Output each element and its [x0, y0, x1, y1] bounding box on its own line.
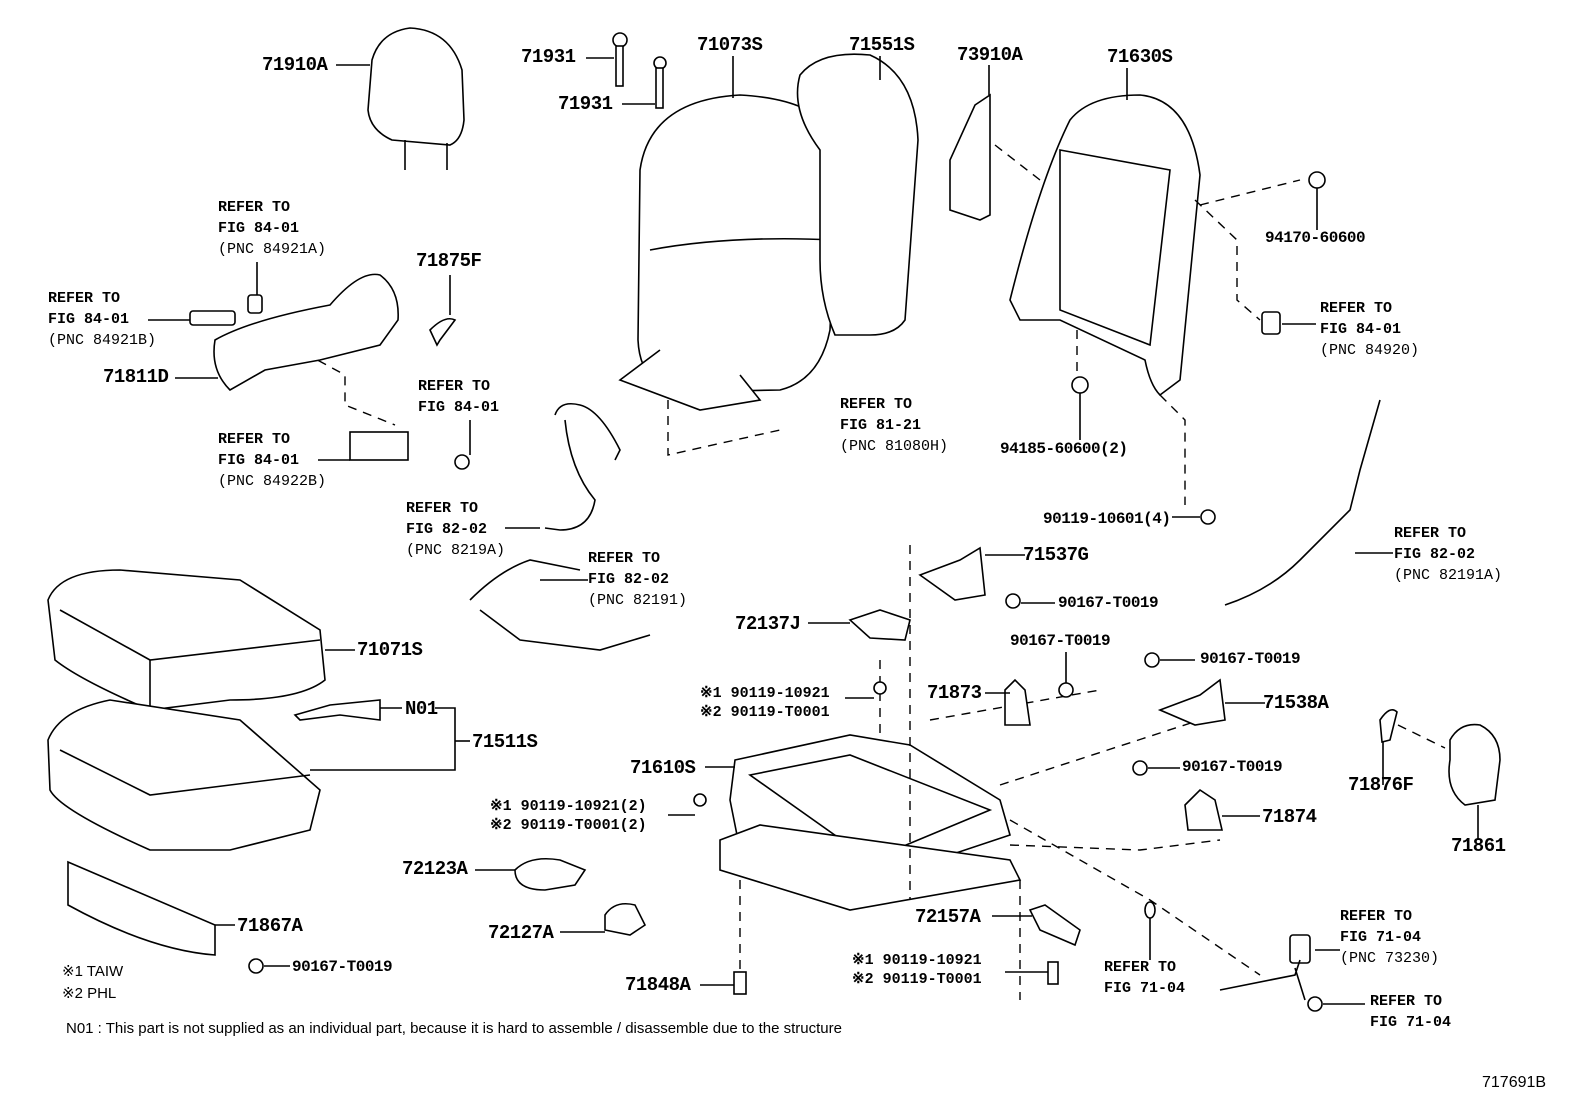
label-71610S: 71610S [630, 757, 696, 779]
label-71848A: 71848A [625, 974, 691, 996]
cover-part-3 [604, 902, 647, 936]
bracket-part-3 [1028, 904, 1081, 947]
label-72157A: 72157A [915, 906, 981, 928]
bolt-variant-label: ※1 90119-10921※2 90119-T0001 [852, 952, 982, 988]
bolt-variant-label: ※1 90119-10921(2)※2 90119-T0001(2) [490, 798, 647, 834]
pin-part [733, 971, 747, 995]
headrest-guide-part [586, 32, 667, 109]
hook-part-2 [1184, 788, 1224, 831]
label-71630S: 71630S [1107, 46, 1173, 68]
label-94170-60600: 94170-60600 [1265, 229, 1366, 247]
cover-part-2 [514, 857, 587, 891]
cap-part [1144, 901, 1156, 919]
screw-part-3 [1058, 682, 1074, 698]
nut-part-3 [1307, 996, 1323, 1012]
label-71867A: 71867A [237, 915, 303, 937]
label-71874: 71874 [1262, 806, 1317, 828]
headrest-part [336, 27, 465, 170]
seat-cushion-cover-part [47, 569, 355, 711]
label-94185-60600: 94185-60600(2) [1000, 440, 1128, 458]
nut-part [1308, 171, 1326, 189]
label-71073S: 71073S [697, 34, 763, 56]
label-90167-T0019: 90167-T0019 [1200, 650, 1301, 668]
seatback-pad-part [796, 53, 919, 336]
label-90167-T0019: 90167-T0019 [1010, 632, 1111, 650]
label-90119-10601: 90119-10601(4) [1043, 510, 1171, 528]
label-71861: 71861 [1451, 835, 1506, 857]
legend-note-1: ※1 TAIW [62, 963, 124, 980]
seatback-cover-part [618, 56, 839, 411]
bracket-part-2 [1157, 678, 1226, 726]
bolt-part-3 [693, 793, 707, 807]
label-71910A: 71910A [262, 54, 328, 76]
cover-clip-part [848, 609, 911, 641]
label-72123A: 72123A [402, 858, 468, 880]
wire-harness-part [544, 402, 621, 531]
label-71551S: 71551S [849, 34, 915, 56]
cover-panel-part [67, 860, 216, 956]
label-71071S: 71071S [357, 639, 423, 661]
label-90167-T0019: 90167-T0019 [1182, 758, 1283, 776]
seatbelt-buckle-part [1289, 934, 1311, 964]
label-71931: 71931 [558, 93, 613, 115]
seat-track-part [705, 734, 1022, 911]
seat-cushion-pad-part [47, 699, 470, 851]
bolt-part [1200, 509, 1216, 525]
label-71511S: 71511S [472, 731, 538, 753]
seat-shield-part [148, 262, 471, 470]
bracket-part [918, 546, 986, 601]
screw-part-5 [1132, 760, 1148, 776]
side-airbag-part [949, 65, 991, 221]
label-71931: 71931 [521, 46, 576, 68]
label-N01: N01 [405, 698, 438, 720]
knob-part [1448, 723, 1501, 806]
footnote: N01 : This part is not supplied as an in… [66, 1020, 842, 1037]
label-90167-T0019: 90167-T0019 [1058, 594, 1159, 612]
label-71873: 71873 [927, 682, 982, 704]
label-71538A: 71538A [1263, 692, 1329, 714]
label-90167-T0019: 90167-T0019 [292, 958, 393, 976]
label-71811D: 71811D [103, 366, 169, 388]
label-71537G: 71537G [1023, 544, 1089, 566]
nut-part-2 [1071, 376, 1089, 394]
label-72127A: 72127A [488, 922, 554, 944]
bolt-part-2 [873, 681, 887, 695]
bolt-variant-label: ※1 90119-10921※2 90119-T0001 [700, 685, 830, 721]
hook-part [1004, 678, 1031, 726]
bolt-part-4 [1047, 961, 1059, 985]
label-73910A: 73910A [957, 44, 1023, 66]
screw-part-4 [1144, 652, 1160, 668]
seatback-frame-part [1009, 68, 1201, 397]
label-71875F: 71875F [416, 250, 482, 272]
label-71876F: 71876F [1348, 774, 1414, 796]
cover-part [1379, 709, 1398, 744]
wire-harness-part-3 [1224, 399, 1381, 606]
label-72137J: 72137J [735, 613, 801, 635]
wire-harness-part-2 [469, 559, 651, 651]
switch-part [1261, 311, 1281, 335]
screw-part-2 [1005, 593, 1021, 609]
drawing-id: 717691B [1482, 1074, 1547, 1091]
legend-note-2: ※2 PHL [62, 985, 117, 1002]
screw-part [248, 958, 264, 974]
